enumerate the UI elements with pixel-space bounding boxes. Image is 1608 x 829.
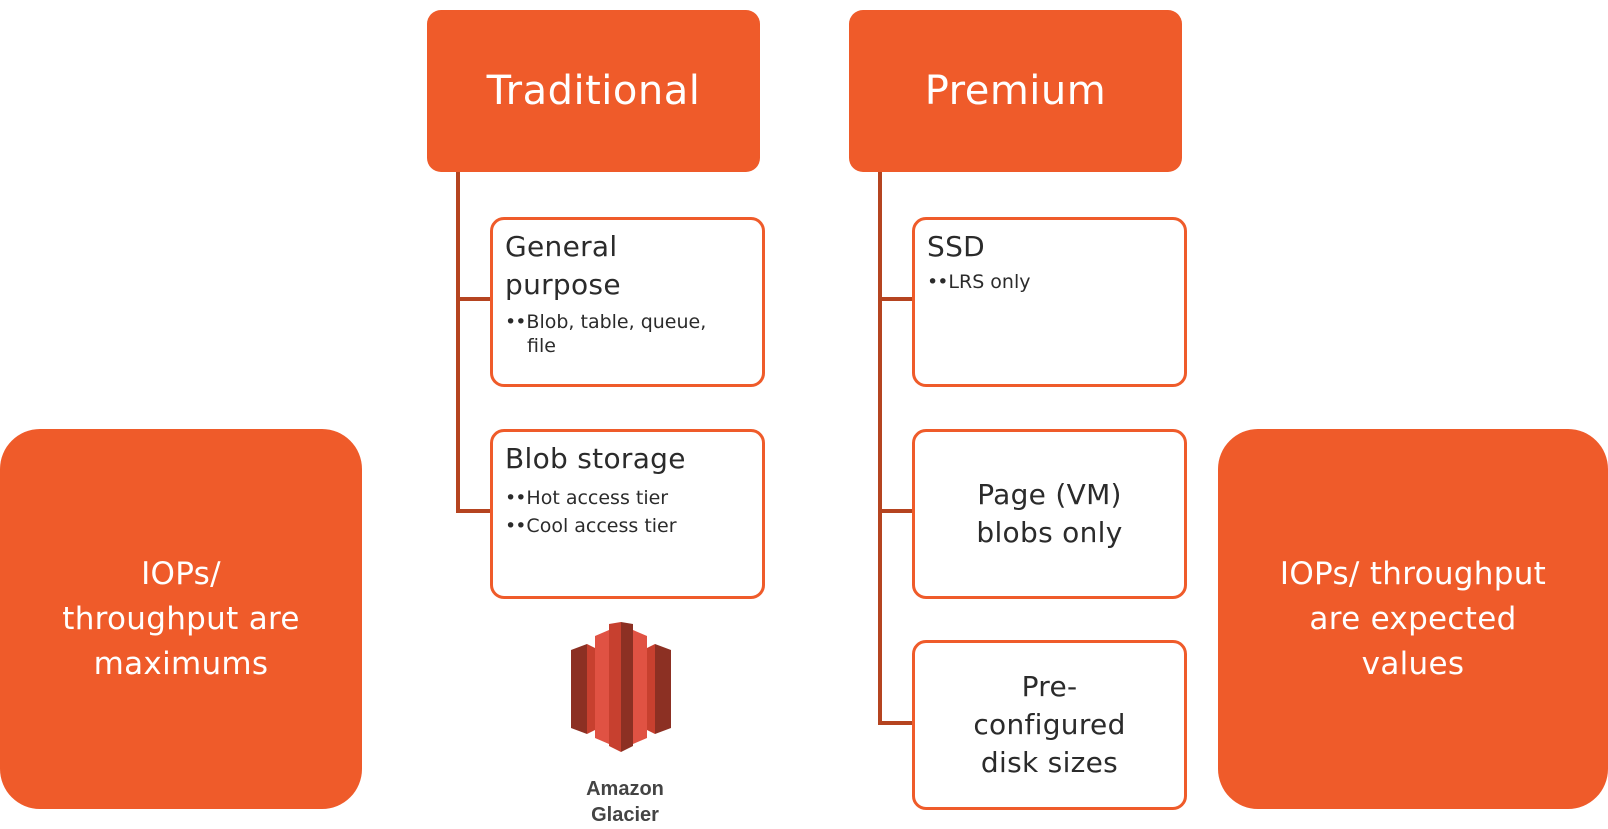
ssd-card: SSD LRS only: [912, 217, 1187, 387]
amazon-glacier-icon: [565, 622, 677, 752]
card-title: Page (VM) blobs only: [976, 478, 1123, 549]
traditional-header: Traditional: [427, 10, 760, 172]
left-note: IOPs/ throughput are maximums: [0, 429, 362, 809]
card-title: Blob storage: [505, 442, 686, 475]
bullet-list: LRS only: [927, 270, 1172, 294]
bullet-list: Hot access tier Cool access tier: [505, 486, 750, 538]
traditional-connector-branch-1: [456, 297, 492, 301]
premium-connector-vertical: [878, 170, 882, 725]
premium-connector-branch-3: [878, 721, 914, 725]
premium-connector-branch-1: [878, 297, 914, 301]
right-note-text: IOPs/ throughput are expected values: [1279, 555, 1547, 682]
bullet-item: Blob, table, queue, file: [505, 310, 737, 358]
bullet-item: Cool access tier: [505, 514, 750, 538]
bullet-list: Blob, table, queue, file: [505, 310, 750, 358]
bullet-item: LRS only: [927, 270, 1172, 294]
card-title: Pre-configured disk sizes: [973, 670, 1126, 779]
left-note-text: IOPs/ throughput are maximums: [62, 555, 300, 682]
traditional-connector-branch-2: [456, 509, 492, 513]
card-title: General purpose: [505, 230, 621, 301]
amazon-glacier-caption: Amazon Glacier: [586, 778, 664, 826]
traditional-connector-vertical: [456, 170, 460, 513]
blob-storage-card: Blob storage Hot access tier Cool access…: [490, 429, 765, 599]
page-blobs-card: Page (VM) blobs only: [912, 429, 1187, 599]
disk-sizes-card: Pre-configured disk sizes: [912, 640, 1187, 810]
card-title: SSD: [927, 230, 986, 263]
premium-header: Premium: [849, 10, 1182, 172]
general-purpose-card: General purpose Blob, table, queue, file: [490, 217, 765, 387]
premium-connector-branch-2: [878, 509, 914, 513]
bullet-item: Hot access tier: [505, 486, 750, 510]
right-note: IOPs/ throughput are expected values: [1218, 429, 1608, 809]
